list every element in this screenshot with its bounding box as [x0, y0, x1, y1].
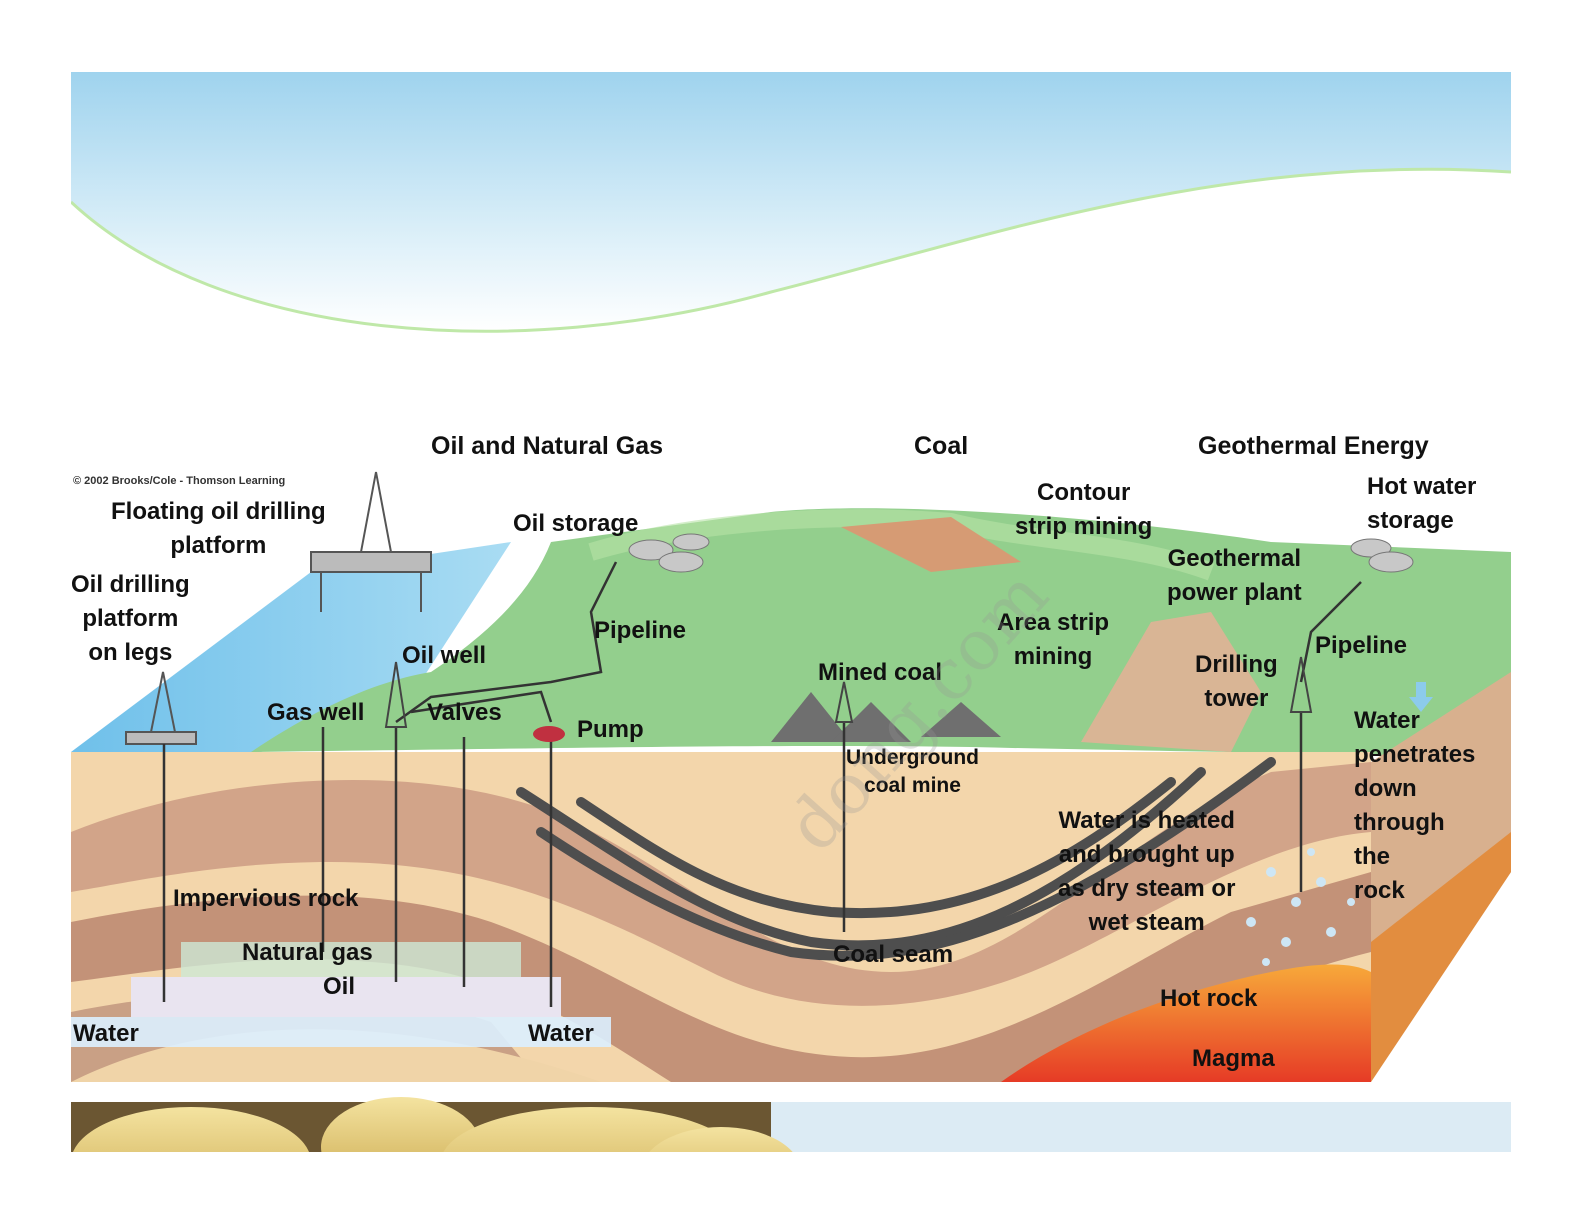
- floating-platform: [310, 471, 432, 612]
- coal-seams: [516, 757, 1276, 961]
- label-oil-platform-legs: Oil drilling platform on legs: [71, 571, 190, 666]
- label-mined-coal: Mined coal: [818, 659, 943, 686]
- label-area-strip: Area strip mining: [997, 609, 1110, 670]
- water-arrow-icon: [1409, 682, 1433, 712]
- contour-mine: [841, 517, 1021, 572]
- label-pump: Pump: [577, 716, 644, 743]
- coal-piles: [771, 692, 1001, 742]
- steam-bubbles: [1246, 848, 1355, 966]
- label-oil: Oil: [323, 973, 356, 1000]
- oil-storage-tanks: [628, 533, 710, 573]
- label-magma: Magma: [1192, 1045, 1275, 1072]
- label-gas-well: Gas well: [267, 699, 365, 726]
- label-hot-water-storage: Hot water storage: [1367, 473, 1477, 534]
- oil-layer: [131, 977, 561, 1017]
- label-contour-strip: Contour strip mining: [1015, 479, 1153, 540]
- slide: © 2002 Brooks/Cole - Thomson Learning Oi…: [71, 72, 1511, 1152]
- label-water-heated: Water is heated and brought up as dry st…: [1058, 807, 1236, 936]
- label-oil-storage: Oil storage: [513, 510, 639, 537]
- label-water-left: Water: [73, 1020, 139, 1047]
- hot-rock: [1001, 964, 1371, 1082]
- well-lines: [162, 561, 1362, 1007]
- section-coal: Coal: [914, 432, 969, 460]
- header-wave: [71, 72, 1511, 332]
- label-natural-gas: Natural gas: [242, 939, 373, 966]
- label-pipeline-geo: Pipeline: [1315, 632, 1408, 659]
- label-coal-seam: Coal seam: [833, 941, 954, 968]
- derricks: [384, 656, 1313, 728]
- label-oil-well: Oil well: [402, 642, 487, 669]
- label-floating-platform: Floating oil drilling platform: [111, 498, 326, 559]
- flower-petals: [73, 1097, 793, 1152]
- pump-icon: [533, 726, 565, 742]
- legs-platform: [125, 671, 197, 745]
- label-hot-rock: Hot rock: [1160, 985, 1258, 1012]
- label-geo-plant: Geothermal power plant: [1167, 545, 1302, 606]
- section-oil-gas: Oil and Natural Gas: [431, 432, 664, 460]
- label-underground-mine: Underground coal mine: [846, 746, 979, 797]
- label-water-penetrates: Water penetrates down through the rock: [1354, 707, 1476, 904]
- energy-diagram: [71, 72, 1511, 1152]
- label-water-right: Water: [528, 1020, 594, 1047]
- copyright-text: © 2002 Brooks/Cole - Thomson Learning: [73, 475, 286, 487]
- label-impervious-rock: Impervious rock: [173, 885, 359, 912]
- strip-mine-cut: [1081, 612, 1261, 752]
- label-valves: Valves: [427, 699, 502, 726]
- hot-water-tanks: [1350, 538, 1414, 573]
- label-drilling-tower: Drilling tower: [1195, 651, 1278, 712]
- label-pipeline-oil: Pipeline: [594, 617, 687, 644]
- section-geothermal: Geothermal Energy: [1198, 432, 1429, 460]
